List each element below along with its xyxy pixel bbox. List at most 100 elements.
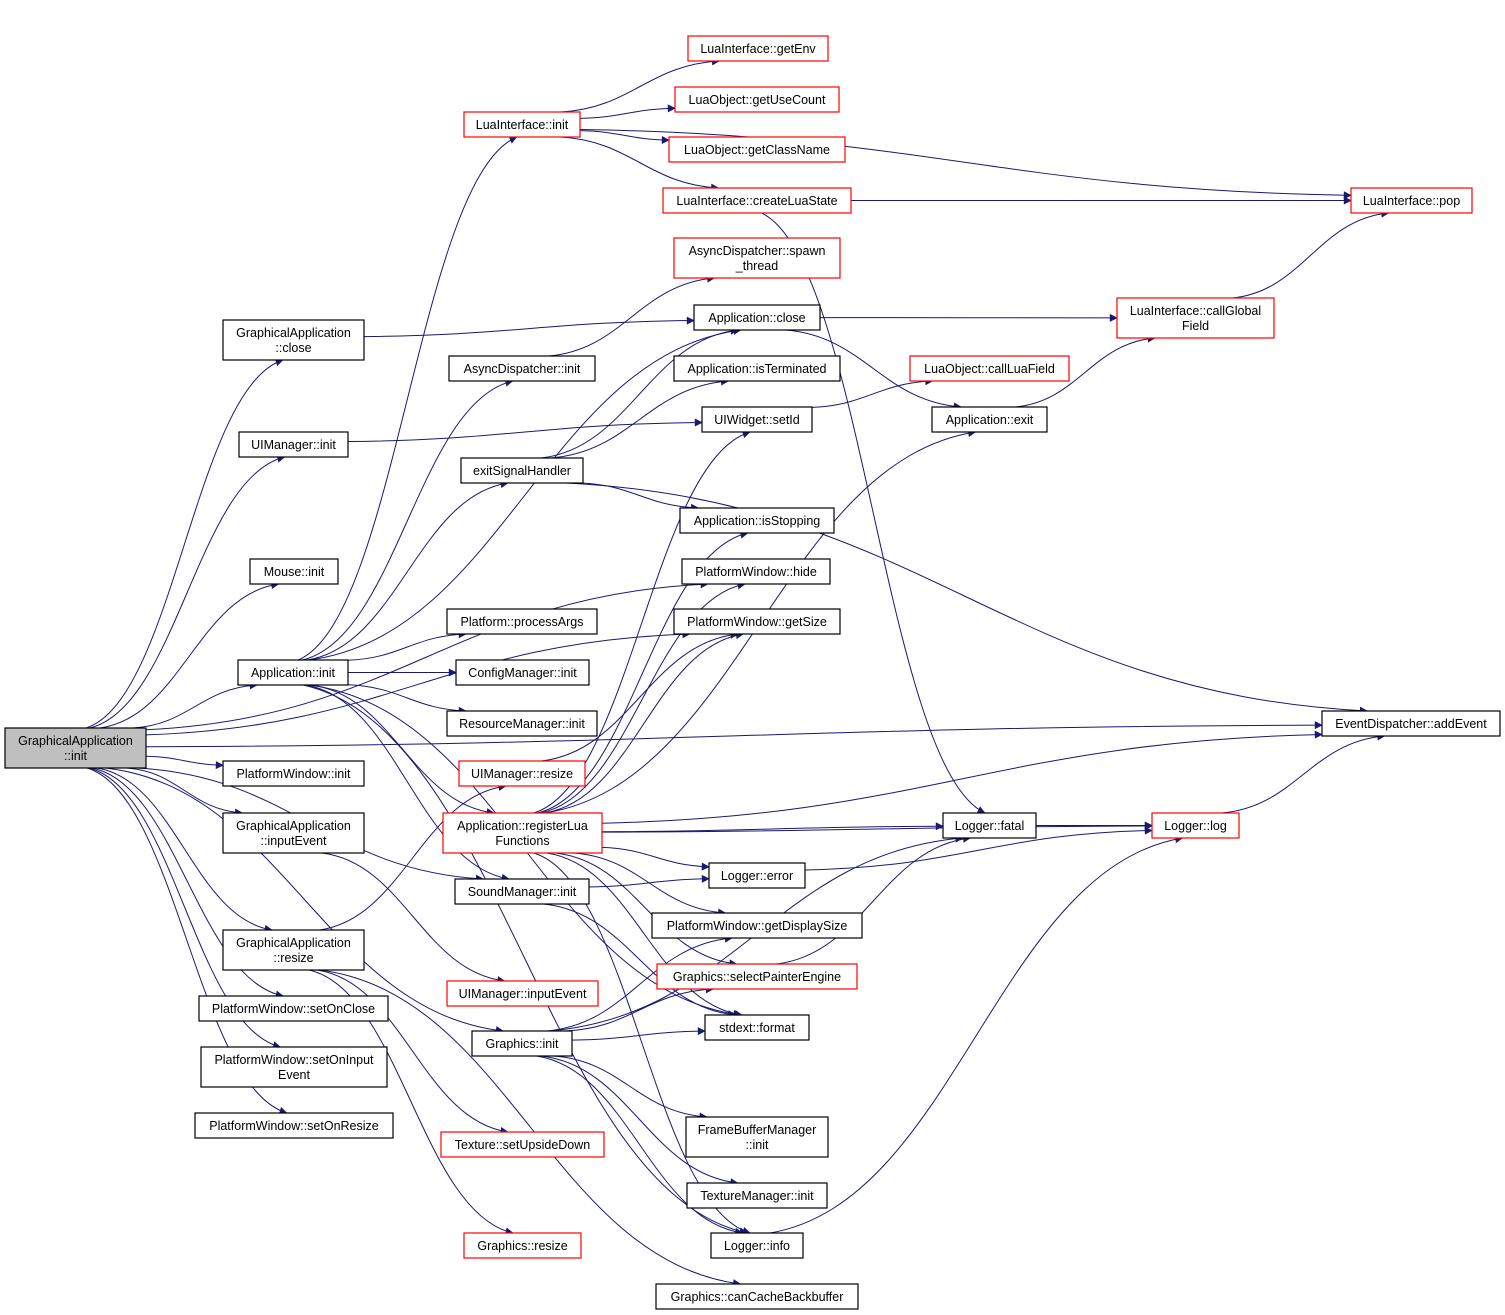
node-gfx_cancache[interactable]: Graphics::canCacheBackbuffer — [655, 1283, 859, 1310]
node-resource_init[interactable]: ResourceManager::init — [446, 710, 598, 737]
node-config_init[interactable]: ConfigManager::init — [455, 659, 590, 686]
node-box[interactable] — [237, 659, 349, 686]
node-uimgr_inputevent[interactable]: UIManager::inputEvent — [446, 980, 599, 1007]
node-logger_info[interactable]: Logger::info — [710, 1232, 804, 1259]
node-box[interactable] — [446, 980, 599, 1007]
node-app_exit[interactable]: Application::exit — [931, 406, 1048, 433]
node-box[interactable] — [651, 912, 863, 939]
node-box[interactable] — [687, 35, 829, 62]
node-box[interactable] — [679, 507, 835, 534]
node-box[interactable] — [1350, 187, 1473, 214]
node-box[interactable] — [655, 1283, 859, 1310]
node-box[interactable] — [463, 111, 581, 138]
node-box[interactable] — [931, 406, 1048, 433]
node-box[interactable] — [1151, 812, 1240, 839]
node-box[interactable] — [440, 1131, 605, 1158]
node-pw_hide[interactable]: PlatformWindow::hide — [681, 558, 831, 585]
node-fbm_init[interactable]: FrameBufferManager::init — [685, 1116, 829, 1158]
node-uiwidget_setid[interactable]: UIWidget::setId — [701, 406, 813, 433]
node-pw_setonresize[interactable]: PlatformWindow::setOnResize — [194, 1112, 394, 1139]
node-pw_getsize[interactable]: PlatformWindow::getSize — [673, 608, 841, 635]
node-async_init[interactable]: AsyncDispatcher::init — [448, 355, 596, 382]
node-app_init[interactable]: Application::init — [237, 659, 349, 686]
node-box[interactable] — [681, 558, 831, 585]
node-luaobj_usecount[interactable]: LuaObject::getUseCount — [674, 86, 840, 113]
node-box[interactable] — [673, 237, 841, 279]
node-pw_setonclose[interactable]: PlatformWindow::setOnClose — [198, 995, 389, 1022]
node-box[interactable] — [701, 406, 813, 433]
node-sound_init[interactable]: SoundManager::init — [454, 878, 590, 905]
node-box[interactable] — [1321, 710, 1501, 737]
node-box[interactable] — [674, 86, 840, 113]
node-box[interactable] — [222, 760, 365, 787]
node-box[interactable] — [708, 862, 806, 889]
node-texmgr_init[interactable]: TextureManager::init — [686, 1182, 828, 1209]
node-gfx_selectpainter[interactable]: Graphics::selectPainterEngine — [656, 963, 858, 990]
node-ga_inputevent[interactable]: GraphicalApplication::inputEvent — [222, 812, 365, 854]
node-box[interactable] — [463, 1232, 582, 1259]
node-lua_pop[interactable]: LuaInterface::pop — [1350, 187, 1473, 214]
node-box[interactable] — [200, 1046, 388, 1088]
node-logger_fatal[interactable]: Logger::fatal — [942, 812, 1037, 839]
node-uimgr_resize[interactable]: UIManager::resize — [458, 760, 586, 787]
node-box[interactable] — [238, 431, 349, 458]
node-luaobj_classname[interactable]: LuaObject::getClassName — [668, 136, 846, 163]
node-box[interactable] — [4, 727, 147, 769]
node-box[interactable] — [446, 710, 598, 737]
node-box[interactable] — [194, 1112, 394, 1139]
node-pw_init[interactable]: PlatformWindow::init — [222, 760, 365, 787]
node-box[interactable] — [455, 659, 590, 686]
node-box[interactable] — [710, 1232, 804, 1259]
node-uimgr_init[interactable]: UIManager::init — [238, 431, 349, 458]
node-ga_close[interactable]: GraphicalApplication::close — [222, 319, 365, 361]
node-box[interactable] — [448, 355, 596, 382]
node-box[interactable] — [668, 136, 846, 163]
node-box[interactable] — [458, 760, 586, 787]
node-box[interactable] — [662, 187, 852, 214]
node-box[interactable] — [942, 812, 1037, 839]
node-box[interactable] — [198, 995, 389, 1022]
node-box[interactable] — [673, 355, 841, 382]
node-app_isstopping[interactable]: Application::isStopping — [679, 507, 835, 534]
node-box[interactable] — [471, 1030, 573, 1057]
node-logger_log[interactable]: Logger::log — [1151, 812, 1240, 839]
node-graphics_resize[interactable]: Graphics::resize — [463, 1232, 582, 1259]
node-box[interactable] — [222, 929, 365, 971]
node-stdext_format[interactable]: stdext::format — [704, 1014, 810, 1041]
node-box[interactable] — [222, 812, 365, 854]
node-box[interactable] — [454, 878, 590, 905]
node-app_isterminated[interactable]: Application::isTerminated — [673, 355, 841, 382]
node-lua_getenv[interactable]: LuaInterface::getEnv — [687, 35, 829, 62]
node-box[interactable] — [686, 1182, 828, 1209]
node-root[interactable]: GraphicalApplication::init — [4, 727, 147, 769]
node-graphics_init[interactable]: Graphics::init — [471, 1030, 573, 1057]
node-async_spawn[interactable]: AsyncDispatcher::spawn_thread — [673, 237, 841, 279]
node-app_close[interactable]: Application::close — [693, 304, 821, 331]
node-box[interactable] — [685, 1116, 829, 1158]
node-box[interactable] — [693, 304, 821, 331]
node-eventdisp_add[interactable]: EventDispatcher::addEvent — [1321, 710, 1501, 737]
node-logger_error[interactable]: Logger::error — [708, 862, 806, 889]
node-box[interactable] — [249, 558, 339, 585]
node-box[interactable] — [909, 355, 1070, 382]
node-texture_upside[interactable]: Texture::setUpsideDown — [440, 1131, 605, 1158]
node-box[interactable] — [446, 608, 598, 635]
node-box[interactable] — [1116, 297, 1275, 339]
node-box[interactable] — [656, 963, 858, 990]
node-box[interactable] — [222, 319, 365, 361]
node-box[interactable] — [460, 457, 584, 484]
node-luaobj_callluafield[interactable]: LuaObject::callLuaField — [909, 355, 1070, 382]
node-pw_displaysize[interactable]: PlatformWindow::getDisplaySize — [651, 912, 863, 939]
node-lua_createstate[interactable]: LuaInterface::createLuaState — [662, 187, 852, 214]
node-mouse_init[interactable]: Mouse::init — [249, 558, 339, 585]
node-platform_args[interactable]: Platform::processArgs — [446, 608, 598, 635]
node-lua_init[interactable]: LuaInterface::init — [463, 111, 581, 138]
node-box[interactable] — [704, 1014, 810, 1041]
node-box[interactable] — [673, 608, 841, 635]
node-ga_resize[interactable]: GraphicalApplication::resize — [222, 929, 365, 971]
node-exitsig[interactable]: exitSignalHandler — [460, 457, 584, 484]
node-box[interactable] — [442, 812, 603, 854]
